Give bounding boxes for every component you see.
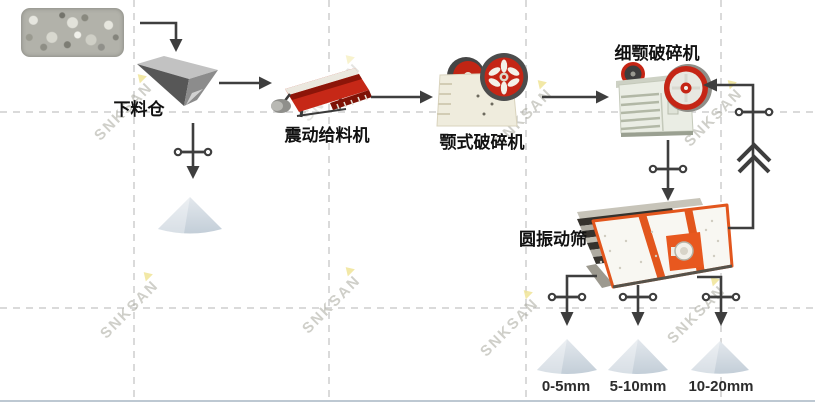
- conveyor-symbol: [734, 107, 774, 117]
- fine-jaw-crusher-flywheel: [664, 64, 712, 112]
- arrow-screen-to-10-20: [697, 275, 723, 313]
- raw-stones-photo: [21, 8, 124, 57]
- grid-line-horizontal: [0, 111, 815, 113]
- up-chevron-icon: [736, 142, 772, 163]
- label-product-5-10mm: 5-10mm: [609, 378, 667, 395]
- label-product-10-20mm: 10-20mm: [688, 378, 754, 395]
- arrow-screen-to-0-5: [565, 274, 597, 313]
- bottom-border: [0, 400, 815, 402]
- conveyor-symbol: [547, 292, 587, 302]
- label-feed-bin: 下料仓: [113, 100, 165, 119]
- jaw-crusher-illustration: [436, 53, 528, 127]
- grid-line-horizontal: [0, 307, 815, 309]
- label-jaw-crusher: 颚式破碎机: [439, 133, 525, 152]
- product-pile-5-10mm: [608, 339, 668, 375]
- label-vibrating-screen: 圆振动筛: [519, 230, 587, 249]
- product-pile-10-20mm: [691, 341, 749, 375]
- arrow-photo-to-bin: [140, 21, 178, 40]
- conveyor-symbol: [701, 292, 741, 302]
- grid-line-vertical: [525, 0, 527, 402]
- feed-bin-illustration: [137, 56, 218, 106]
- vibrating-feeder-illustration: [271, 68, 372, 118]
- vibrating-screen-illustration: [577, 198, 734, 289]
- label-vibrating-feeder: 震动给料机: [284, 126, 370, 145]
- conveyor-symbol: [618, 292, 658, 302]
- label-fine-jaw-crusher: 细颚破碎机: [614, 44, 700, 63]
- grid-line-vertical: [720, 0, 722, 402]
- grid-line-vertical: [133, 0, 135, 402]
- grid-line-vertical: [328, 0, 330, 402]
- fine-jaw-crusher-illustration: [616, 62, 712, 137]
- conveyor-symbol: [648, 164, 688, 174]
- arrowheads: [169, 39, 728, 326]
- product-pile-0-5mm: [537, 339, 597, 375]
- label-product-0-5mm: 0-5mm: [541, 378, 591, 395]
- conveyor-symbol: [173, 147, 213, 157]
- stockpile-cone: [158, 197, 222, 234]
- jaw-crusher-flywheel: [480, 53, 528, 101]
- up-chevron-icon: [737, 154, 771, 174]
